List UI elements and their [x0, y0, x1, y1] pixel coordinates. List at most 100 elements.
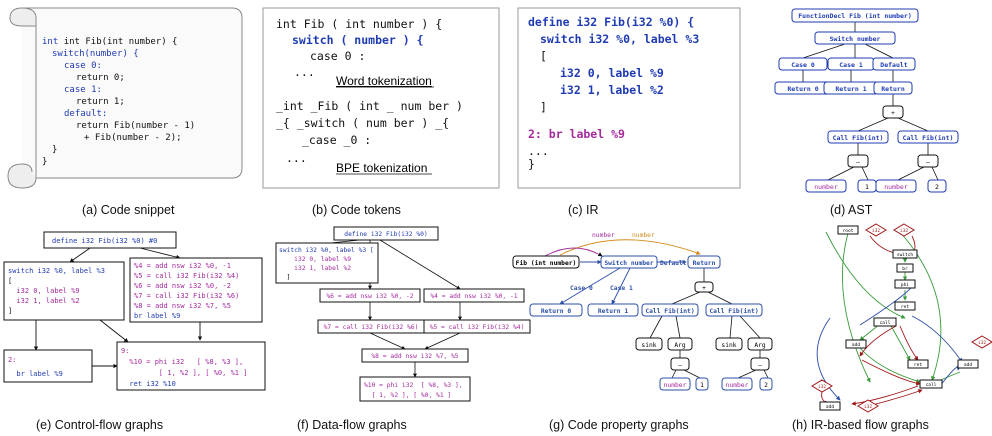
- ast-switch: Switch number: [830, 35, 881, 43]
- code-snippet-panel: int int Fib(int number) { switch(number)…: [7, 7, 243, 189]
- dfg-phi-line-1: %10 = phi i32 [ %8, %3 ],: [364, 382, 463, 389]
- irg-add-2: add: [964, 362, 972, 368]
- irg-ret: ret: [901, 304, 909, 310]
- word-token-line-2: switch ( number ) {: [292, 33, 424, 47]
- dfg-add-1: %6 = add nsw i32 %0, -2: [326, 293, 413, 300]
- cpg-number-1: number: [664, 382, 687, 389]
- cpg-edge-number-1: number: [592, 232, 615, 239]
- dfg-entry: define i32 Fib(i32 %0): [344, 231, 427, 238]
- dfg-phi-line-2: [ 1, %2 ], [ %0, %1 ]: [364, 392, 451, 399]
- ast-one: 1: [865, 183, 869, 191]
- code-tokens-panel: int Fib ( int number ) { switch ( number…: [262, 7, 500, 189]
- dfg-switch-line-3: i32 1, label %2: [279, 265, 351, 272]
- bpe-token-line-1: _int _Fib ( int _ num ber ): [276, 99, 463, 113]
- ir-line-1: define i32 Fib(i32 %0) {: [528, 15, 694, 29]
- irg-i32-1: i32: [872, 228, 880, 234]
- caption-code-property: (g) Code property graphs: [549, 418, 689, 432]
- cpg-fib: Fib (int number): [516, 259, 577, 267]
- cpg-return-0: Return 0: [541, 308, 572, 315]
- cfg-block-1-line-4: i32 1, label %2: [8, 297, 80, 305]
- ast-root: FunctionDecl Fib (int number): [798, 12, 912, 20]
- cfg-entry: define i32 Fib(i32 %0) #0: [52, 237, 157, 245]
- ir-line-9: }: [528, 157, 535, 171]
- cfg-panel: define i32 Fib(i32 %0) #0 switch i32 %0,…: [3, 231, 266, 391]
- ast-minus-2: –: [926, 158, 930, 166]
- word-token-line-1: int Fib ( int number ) {: [276, 17, 442, 31]
- irg-i32-4: i32: [818, 384, 826, 390]
- caption-control-flow: (e) Control-flow graphs: [36, 418, 164, 432]
- cpg-plus: +: [702, 285, 706, 292]
- cfg-block-2-line-4: %7 = call i32 Fib(i32 %6): [134, 292, 239, 300]
- cfg-block-3-line-1: 2:: [8, 356, 16, 364]
- cfg-block-3-line-2: br label %9: [8, 370, 63, 378]
- bpe-token-line-3: _case _0 :: [302, 133, 371, 147]
- ir-line-8: ...: [528, 144, 549, 158]
- dfg-call-1: %7 = call i32 Fib(i32 %6): [324, 324, 419, 331]
- cfg-block-2-line-2: %5 = call i32 Fib(i32 %4): [134, 272, 239, 280]
- ast-minus-1: –: [856, 158, 860, 166]
- ast-call-2: Call Fib(int): [903, 134, 954, 142]
- cpg-minus-2: –: [758, 362, 762, 369]
- snippet-line-1: int Fib(int number) {: [64, 37, 178, 47]
- cfg-block-4-line-1: 9:: [121, 347, 129, 355]
- cfg-block-4-line-4: ret i32 %10: [121, 380, 176, 388]
- dfg-add-3: %8 = add nsw i32 %7, %5: [371, 353, 458, 360]
- ast-return-0: Return 0: [787, 85, 818, 93]
- cpg-one: 1: [700, 382, 704, 389]
- irg-i32-5: i32: [864, 404, 872, 410]
- ast-return: Return: [881, 85, 905, 93]
- snippet-line-8: return Fib(number - 1): [76, 121, 195, 131]
- cpg-minus-1: –: [678, 362, 682, 369]
- dfg-switch-line-2: i32 0, label %9: [279, 256, 351, 263]
- ast-case-0: Case 0: [791, 61, 815, 69]
- ir-line-6: ]: [540, 100, 547, 114]
- dfg-add-2: %4 = add nsw i32 %0, -1: [430, 293, 517, 300]
- ir-line-7: 2: br label %9: [528, 127, 625, 141]
- ast-number-2: number: [884, 183, 908, 191]
- cpg-number-2: number: [726, 382, 749, 389]
- snippet-line-6: return 1;: [76, 97, 125, 107]
- cpg-arg-2: Arg: [754, 342, 766, 349]
- cpg-switch: Switch number: [604, 259, 653, 267]
- ast-return-1: Return 1: [835, 85, 866, 93]
- cfg-block-2-line-6: br label %9: [134, 312, 180, 320]
- irg-call-2: call: [926, 382, 937, 388]
- cpg-sink-1: sink: [641, 342, 656, 349]
- snippet-line-10: }: [52, 145, 57, 155]
- ir-panel: define i32 Fib(i32 %0) { switch i32 %0, …: [517, 7, 741, 189]
- cpg-case-0: Case 0: [570, 285, 593, 292]
- snippet-line-5: case 1:: [64, 85, 102, 95]
- dfg-panel: define i32 Fib(i32 %0) switch i32 %0, la…: [275, 226, 531, 402]
- irg-root: root: [843, 228, 854, 234]
- cfg-block-2-line-5: %8 = add nsw i32 %7, %5: [134, 302, 231, 310]
- ast-number-1: number: [814, 183, 838, 191]
- caption-ir: (c) IR: [568, 203, 599, 217]
- ir-line-3: [: [540, 49, 547, 63]
- snippet-line-3: case 0:: [64, 61, 102, 71]
- ast-call-1: Call Fib(int): [833, 134, 884, 142]
- ast-plus: +: [891, 109, 895, 117]
- ast-panel: FunctionDecl Fib (int number) Switch num…: [774, 8, 959, 193]
- dfg-switch-line-4: ]: [279, 274, 290, 281]
- caption-ir-flow: (h) IR-based flow graphs: [792, 418, 929, 432]
- cpg-two: 2: [764, 382, 768, 389]
- bpe-token-line-4: ...: [286, 151, 307, 165]
- cpg-arg-1: Arg: [674, 342, 686, 349]
- irg-add-3: add: [826, 404, 834, 410]
- cpg-return-1: Return 1: [598, 308, 629, 315]
- cfg-block-1-line-1: switch i32 %0, label %3: [8, 267, 105, 275]
- ir-line-5: i32 1, label %2: [560, 83, 664, 97]
- caption-code-tokens: (b) Code tokens: [312, 203, 401, 217]
- cpg-case-1: Case 1: [610, 285, 633, 292]
- snippet-line-11: }: [42, 157, 47, 167]
- cpg-default: Default: [660, 260, 687, 267]
- cfg-block-1-line-3: i32 0, label %9: [8, 287, 80, 295]
- snippet-line-2: switch(number) {: [52, 49, 139, 59]
- word-tokenization-label: Word tokenization: [336, 74, 432, 88]
- cfg-block-1-line-5: ]: [8, 307, 12, 315]
- ast-default: Default: [880, 61, 907, 69]
- word-token-line-4: ...: [294, 65, 315, 79]
- dfg-switch-line-1: switch i32 %0, label %3 [: [279, 247, 374, 254]
- bpe-tokenization-label: BPE tokenization: [336, 161, 427, 175]
